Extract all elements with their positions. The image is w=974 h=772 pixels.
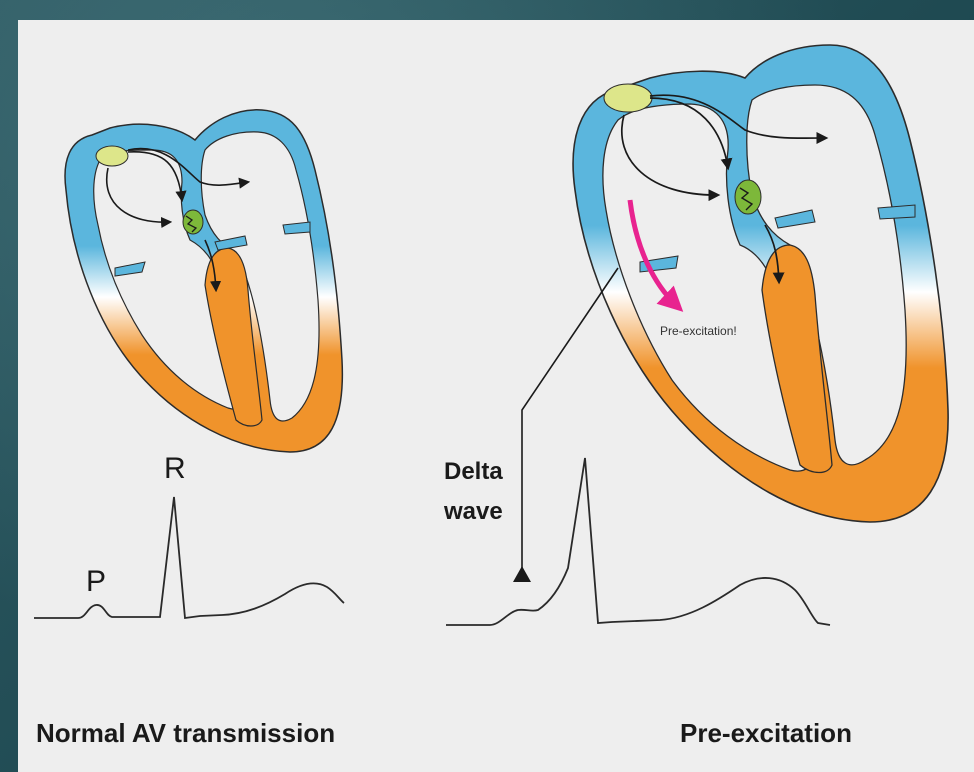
ecg-r-label: R <box>164 452 186 486</box>
delta-wave-label-line1: Delta <box>444 452 503 492</box>
delta-wave-pointer-head <box>513 566 531 582</box>
ecg-p-label: P <box>86 565 106 599</box>
caption-preexcitation: Pre-excitation <box>680 718 852 749</box>
delta-wave-label: Delta wave <box>444 452 503 532</box>
delta-wave-label-line2: wave <box>444 492 503 532</box>
preexcitation-note: Pre-excitation! <box>660 324 737 338</box>
delta-wave-pointer <box>522 268 618 568</box>
caption-normal-av-transmission: Normal AV transmission <box>36 718 335 749</box>
normal-sa-node <box>96 146 128 166</box>
normal-heart <box>65 110 342 452</box>
normal-ecg-trace <box>34 497 344 618</box>
preexcitation-heart <box>573 45 948 522</box>
preexcitation-sa-node <box>604 84 652 112</box>
